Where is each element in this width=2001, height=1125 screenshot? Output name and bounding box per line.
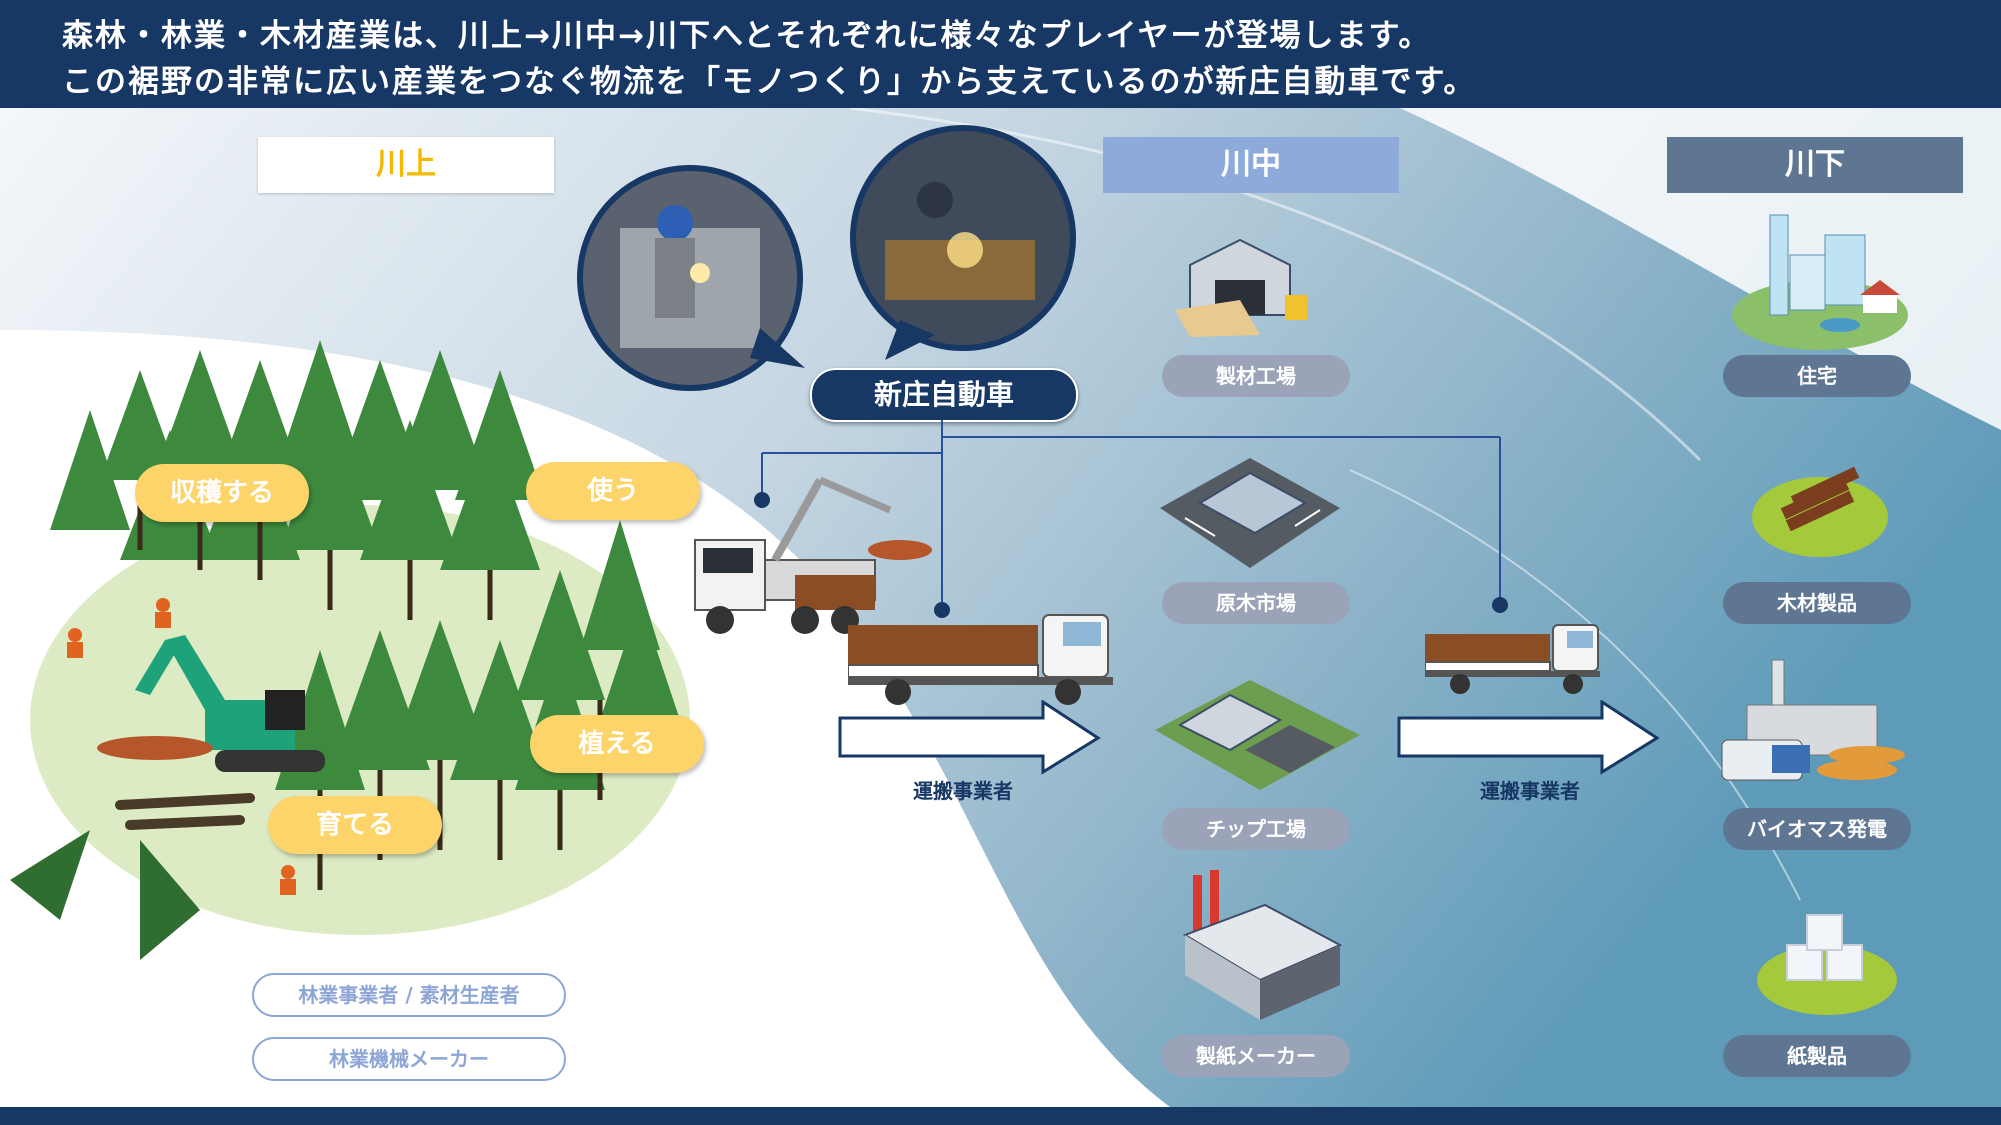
upstream-player-forestry: 林業事業者 / 素材生産者	[252, 973, 566, 1017]
chip-factory-icon	[1155, 680, 1360, 790]
header-bar: 森林・林業・木材産業は、川上→川中→川下へとそれぞれに様々なプレイヤーが登場しま…	[0, 0, 2001, 108]
carrier-label-1: 運搬事業者	[913, 779, 1013, 803]
city-icon	[1732, 214, 1908, 350]
log-truck-icon	[848, 614, 1113, 705]
upstream-player-machinery: 林業機械メーカー	[252, 1037, 566, 1081]
log-market-icon	[1160, 458, 1340, 568]
stage-downstream: 川下	[1667, 137, 1963, 193]
header-line-1: 森林・林業・木材産業は、川上→川中→川下へとそれぞれに様々なプレイヤーが登場しま…	[62, 18, 1432, 54]
footer-bar	[0, 1107, 2001, 1125]
midstream-sawmill: 製材工場	[1162, 355, 1350, 397]
crane-truck-icon	[694, 476, 932, 634]
forest-worker-icon	[155, 598, 171, 628]
forest-worker-icon	[67, 628, 83, 658]
bubble-harvest: 収穫する	[135, 464, 309, 522]
stage-upstream: 川上	[258, 137, 554, 193]
welder-photo	[577, 165, 805, 391]
paper-mill-icon	[1182, 870, 1343, 1020]
bubble-use: 使う	[526, 462, 700, 520]
downstream-paper-products: 紙製品	[1723, 1035, 1911, 1077]
sawmill-icon	[1175, 238, 1307, 337]
header-line-2: この裾野の非常に広い産業をつなぐ物流を「モノつくり」から支えているのが新庄自動車…	[62, 64, 1477, 100]
midstream-log-market: 原木市場	[1162, 582, 1350, 624]
midstream-chip-factory: チップ工場	[1162, 808, 1350, 850]
midstream-paper-maker: 製紙メーカー	[1162, 1035, 1350, 1077]
carrier-label-2: 運搬事業者	[1480, 779, 1580, 803]
arrow-icon	[838, 700, 1101, 775]
welding-photo	[850, 125, 1076, 360]
lumber-icon	[1752, 466, 1888, 557]
arrow-icon	[1397, 700, 1660, 775]
biomass-plant-icon	[1721, 659, 1905, 781]
stage-midstream: 川中	[1103, 137, 1399, 193]
downstream-wood-products: 木材製品	[1723, 582, 1911, 624]
bubble-grow: 育てる	[268, 796, 442, 854]
company-label: 新庄自動車	[810, 368, 1078, 422]
excavator-icon	[97, 635, 325, 772]
paper-products-icon	[1757, 914, 1897, 1015]
log-truck-icon	[1425, 624, 1600, 694]
downstream-housing: 住宅	[1723, 355, 1911, 397]
forest-icon	[10, 340, 690, 960]
downstream-biomass: バイオマス発電	[1723, 808, 1911, 850]
bubble-plant: 植える	[530, 715, 704, 773]
forest-worker-icon	[280, 865, 296, 895]
